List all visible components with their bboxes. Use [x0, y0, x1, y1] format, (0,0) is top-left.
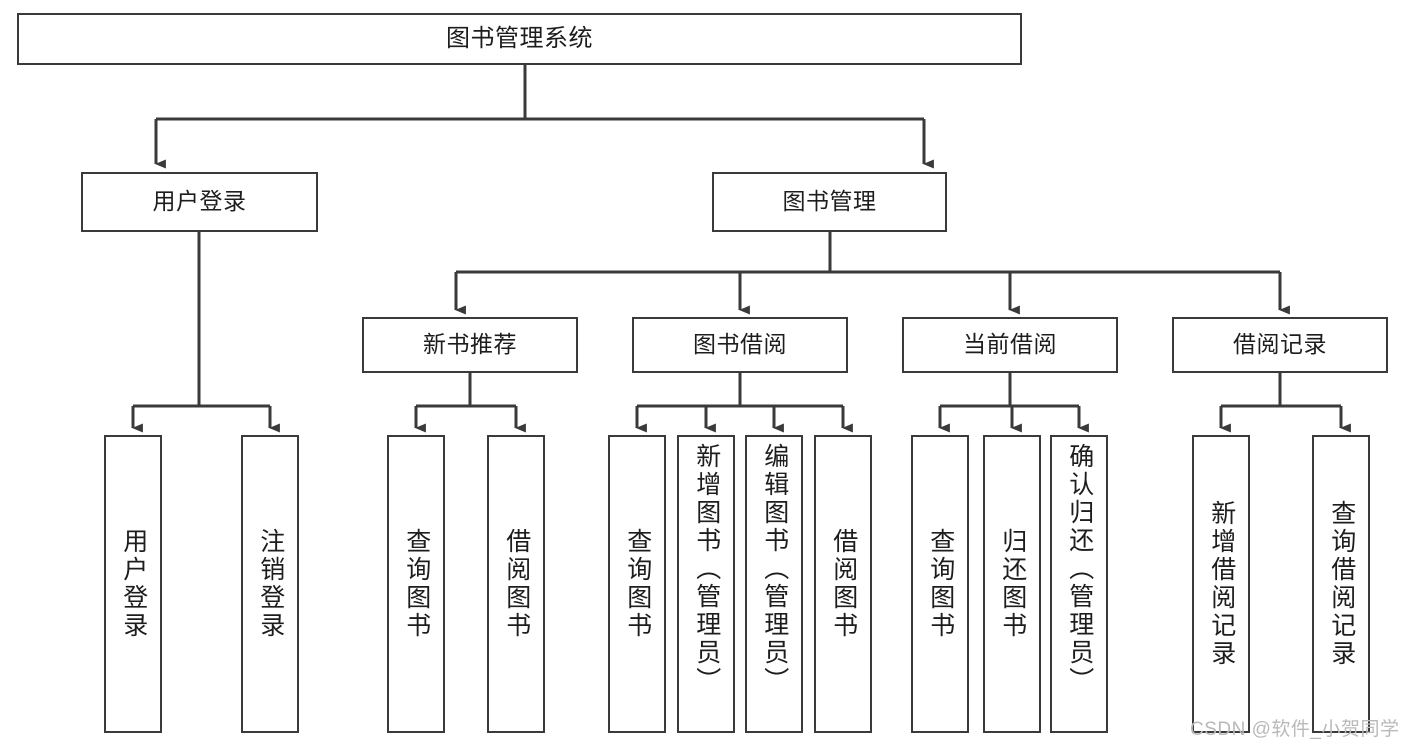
- node-label: 图书借阅: [693, 331, 787, 358]
- node-leaf-add-book-admin[interactable]: 新增图书（管理员）: [677, 435, 735, 733]
- node-label: 编辑图书（管理员）: [760, 443, 789, 695]
- node-label: 用户登录: [119, 528, 148, 640]
- node-leaf-query-borrow-record[interactable]: 查询借阅记录: [1312, 435, 1370, 733]
- node-label: 借阅图书: [502, 528, 531, 640]
- node-label: 用户登录: [152, 188, 247, 215]
- node-label: 注销登录: [256, 528, 285, 640]
- node-label: 新增借阅记录: [1207, 500, 1236, 668]
- node-leaf-edit-book-admin[interactable]: 编辑图书（管理员）: [745, 435, 803, 733]
- node-user-login[interactable]: 用户登录: [81, 172, 318, 232]
- node-leaf-return-book[interactable]: 归还图书: [983, 435, 1041, 733]
- node-label: 查询图书: [402, 528, 431, 640]
- node-label: 查询借阅记录: [1327, 500, 1356, 668]
- node-new-book-recommend[interactable]: 新书推荐: [362, 317, 578, 373]
- node-leaf-logout[interactable]: 注销登录: [241, 435, 299, 733]
- node-current-borrow[interactable]: 当前借阅: [902, 317, 1118, 373]
- node-label: 图书管理: [782, 188, 877, 215]
- node-label: 借阅记录: [1233, 331, 1327, 358]
- node-label: 借阅图书: [829, 528, 858, 640]
- node-book-manage[interactable]: 图书管理: [712, 172, 947, 232]
- node-leaf-borrow-book[interactable]: 借阅图书: [814, 435, 872, 733]
- node-leaf-borrow-book-recommend[interactable]: 借阅图书: [487, 435, 545, 733]
- node-label: 图书管理系统: [446, 24, 593, 52]
- node-leaf-query-book-current[interactable]: 查询图书: [911, 435, 969, 733]
- node-borrow-record[interactable]: 借阅记录: [1172, 317, 1388, 373]
- node-label: 查询图书: [926, 528, 955, 640]
- csdn-watermark: CSDN @软件_小贺同学: [1190, 719, 1400, 740]
- node-label: 新书推荐: [423, 331, 517, 358]
- node-leaf-query-book-recommend[interactable]: 查询图书: [387, 435, 445, 733]
- node-label: 当前借阅: [963, 331, 1057, 358]
- node-leaf-confirm-return-admin[interactable]: 确认归还（管理员）: [1050, 435, 1108, 733]
- node-leaf-user-login[interactable]: 用户登录: [104, 435, 162, 733]
- node-book-borrow[interactable]: 图书借阅: [632, 317, 848, 373]
- node-label: 归还图书: [998, 528, 1027, 640]
- node-leaf-add-borrow-record[interactable]: 新增借阅记录: [1192, 435, 1250, 733]
- node-leaf-query-book[interactable]: 查询图书: [608, 435, 666, 733]
- node-label: 查询图书: [623, 528, 652, 640]
- node-label: 新增图书（管理员）: [692, 443, 721, 695]
- node-label: 确认归还（管理员）: [1065, 443, 1094, 695]
- node-root-system[interactable]: 图书管理系统: [17, 13, 1022, 65]
